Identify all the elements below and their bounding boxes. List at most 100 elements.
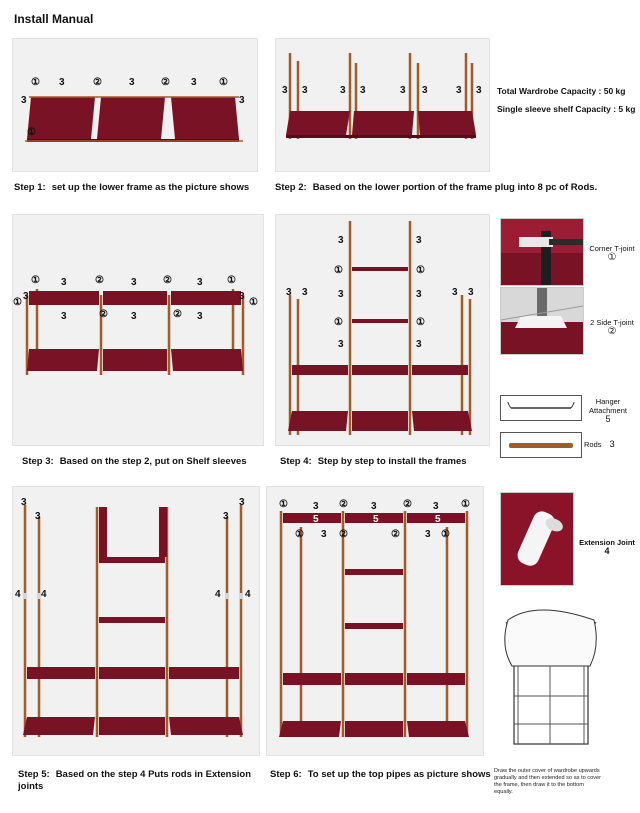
step4-caption: Step 4:Step by step to install the frame… [280,456,500,468]
hanger-label: Hanger Attachment 5 [584,397,632,424]
page-title: Install Manual [14,12,94,26]
svg-text:3: 3 [61,311,67,322]
step5-label: Step 5: [18,769,50,780]
svg-text:①: ① [416,265,425,276]
svg-text:①: ① [334,317,343,328]
svg-text:3: 3 [131,311,137,322]
svg-text:①: ① [279,499,288,510]
svg-text:3: 3 [338,289,344,300]
side-t-joint-num: ② [607,326,617,337]
step3-label: Step 3: [22,456,54,467]
corner-t-joint-photo [500,218,584,286]
svg-text:4: 4 [41,589,47,600]
svg-text:5: 5 [373,514,379,525]
extension-joint-name: Extension Joint [579,538,635,547]
svg-text:②: ② [403,499,412,510]
svg-text:3: 3 [416,289,422,300]
step2-label: Step 2: [275,182,307,193]
step6-caption: Step 6:To set up the top pipes as pictur… [270,769,500,781]
step5-text: Based on the step 4 Puts rods in Extensi… [18,769,252,792]
svg-text:②: ② [173,309,182,320]
svg-text:3: 3 [302,287,308,298]
svg-text:①: ① [219,77,228,88]
step1-illustration: ①3 ②3 ②3 ① 33 ① . . . . . . . . . . . . … [21,77,245,142]
svg-text:①: ① [461,499,470,510]
sleeve-capacity: Single sleeve shelf Capacity : 5 kg [497,104,636,114]
rods-name: Rods [584,440,602,449]
svg-text:②: ② [339,499,348,510]
svg-text:3: 3 [21,497,27,508]
svg-text:①: ① [334,265,343,276]
svg-text:②: ② [161,77,170,88]
step1-text: set up the lower frame as the picture sh… [51,182,250,193]
svg-text:②: ② [163,275,172,286]
svg-text:3: 3 [456,85,462,96]
svg-text:②: ② [99,309,108,320]
hanger-box [500,395,582,421]
svg-text:3: 3 [239,291,245,302]
svg-text:①: ① [13,297,22,308]
svg-text:3: 3 [313,501,319,512]
svg-text:3: 3 [21,95,27,106]
svg-text:3: 3 [433,501,439,512]
svg-text:①: ① [249,297,258,308]
svg-text:5: 5 [435,514,441,525]
svg-text:3: 3 [197,277,203,288]
svg-text:3: 3 [23,291,29,302]
side-t-joint-label: 2 Side T-joint ② [584,318,640,337]
hanger-num: 5 [605,414,611,424]
svg-text:①: ① [295,529,304,540]
svg-text:3: 3 [400,85,406,96]
hanger-name: Hanger Attachment [589,397,627,415]
step2-text: Based on the lower portion of the frame … [312,182,598,193]
step3-text: Based on the step 2, put on Shelf sleeve… [59,456,247,467]
step1-caption: Step 1: set up the lower frame as the pic… [14,182,264,194]
step4-label: Step 4: [280,456,312,467]
svg-text:3: 3 [131,277,137,288]
svg-text:3: 3 [302,85,308,96]
svg-text:3: 3 [129,77,135,88]
svg-text:3: 3 [321,529,327,540]
cover-illustration [496,606,604,750]
svg-text:3: 3 [239,497,245,508]
svg-text:②: ② [95,275,104,286]
svg-text:3: 3 [468,287,474,298]
rods-label: Rods 3 [584,440,632,450]
step6-label: Step 6: [270,769,302,780]
svg-text:3: 3 [338,235,344,246]
svg-text:①: ① [227,275,236,286]
svg-text:3: 3 [425,529,431,540]
extension-joint-num: 4 [604,546,610,556]
svg-text:3: 3 [416,235,422,246]
extension-joint-photo [500,492,574,586]
svg-text:3: 3 [35,511,41,522]
extension-joint-label: Extension Joint 4 [576,538,638,556]
step2-caption: Step 2: Based on the lower portion of the… [275,182,615,194]
step1-label: Step 1: [14,182,46,193]
capacity-info: Total Wardrobe Capacity : 50 kg Single s… [497,84,637,116]
svg-text:4: 4 [15,589,21,600]
svg-text:①: ① [27,127,36,138]
side-t-joint-name: 2 Side T-joint [590,318,634,327]
svg-text:②: ② [339,529,348,540]
rods-box [500,432,582,458]
svg-text:3: 3 [239,95,245,106]
corner-t-joint-name: Corner T-joint [589,244,635,253]
step5-caption: Step 5:Based on the step 4 Puts rods in … [18,769,264,793]
corner-t-joint-label: Corner T-joint ① [584,244,640,263]
svg-text:3: 3 [191,77,197,88]
svg-text:②: ② [93,77,102,88]
step3-caption: Step 3: Based on the step 2, put on Shelf… [22,456,272,468]
svg-text:①: ① [441,529,450,540]
svg-text:5: 5 [313,514,319,525]
side-t-joint-photo [500,287,584,355]
